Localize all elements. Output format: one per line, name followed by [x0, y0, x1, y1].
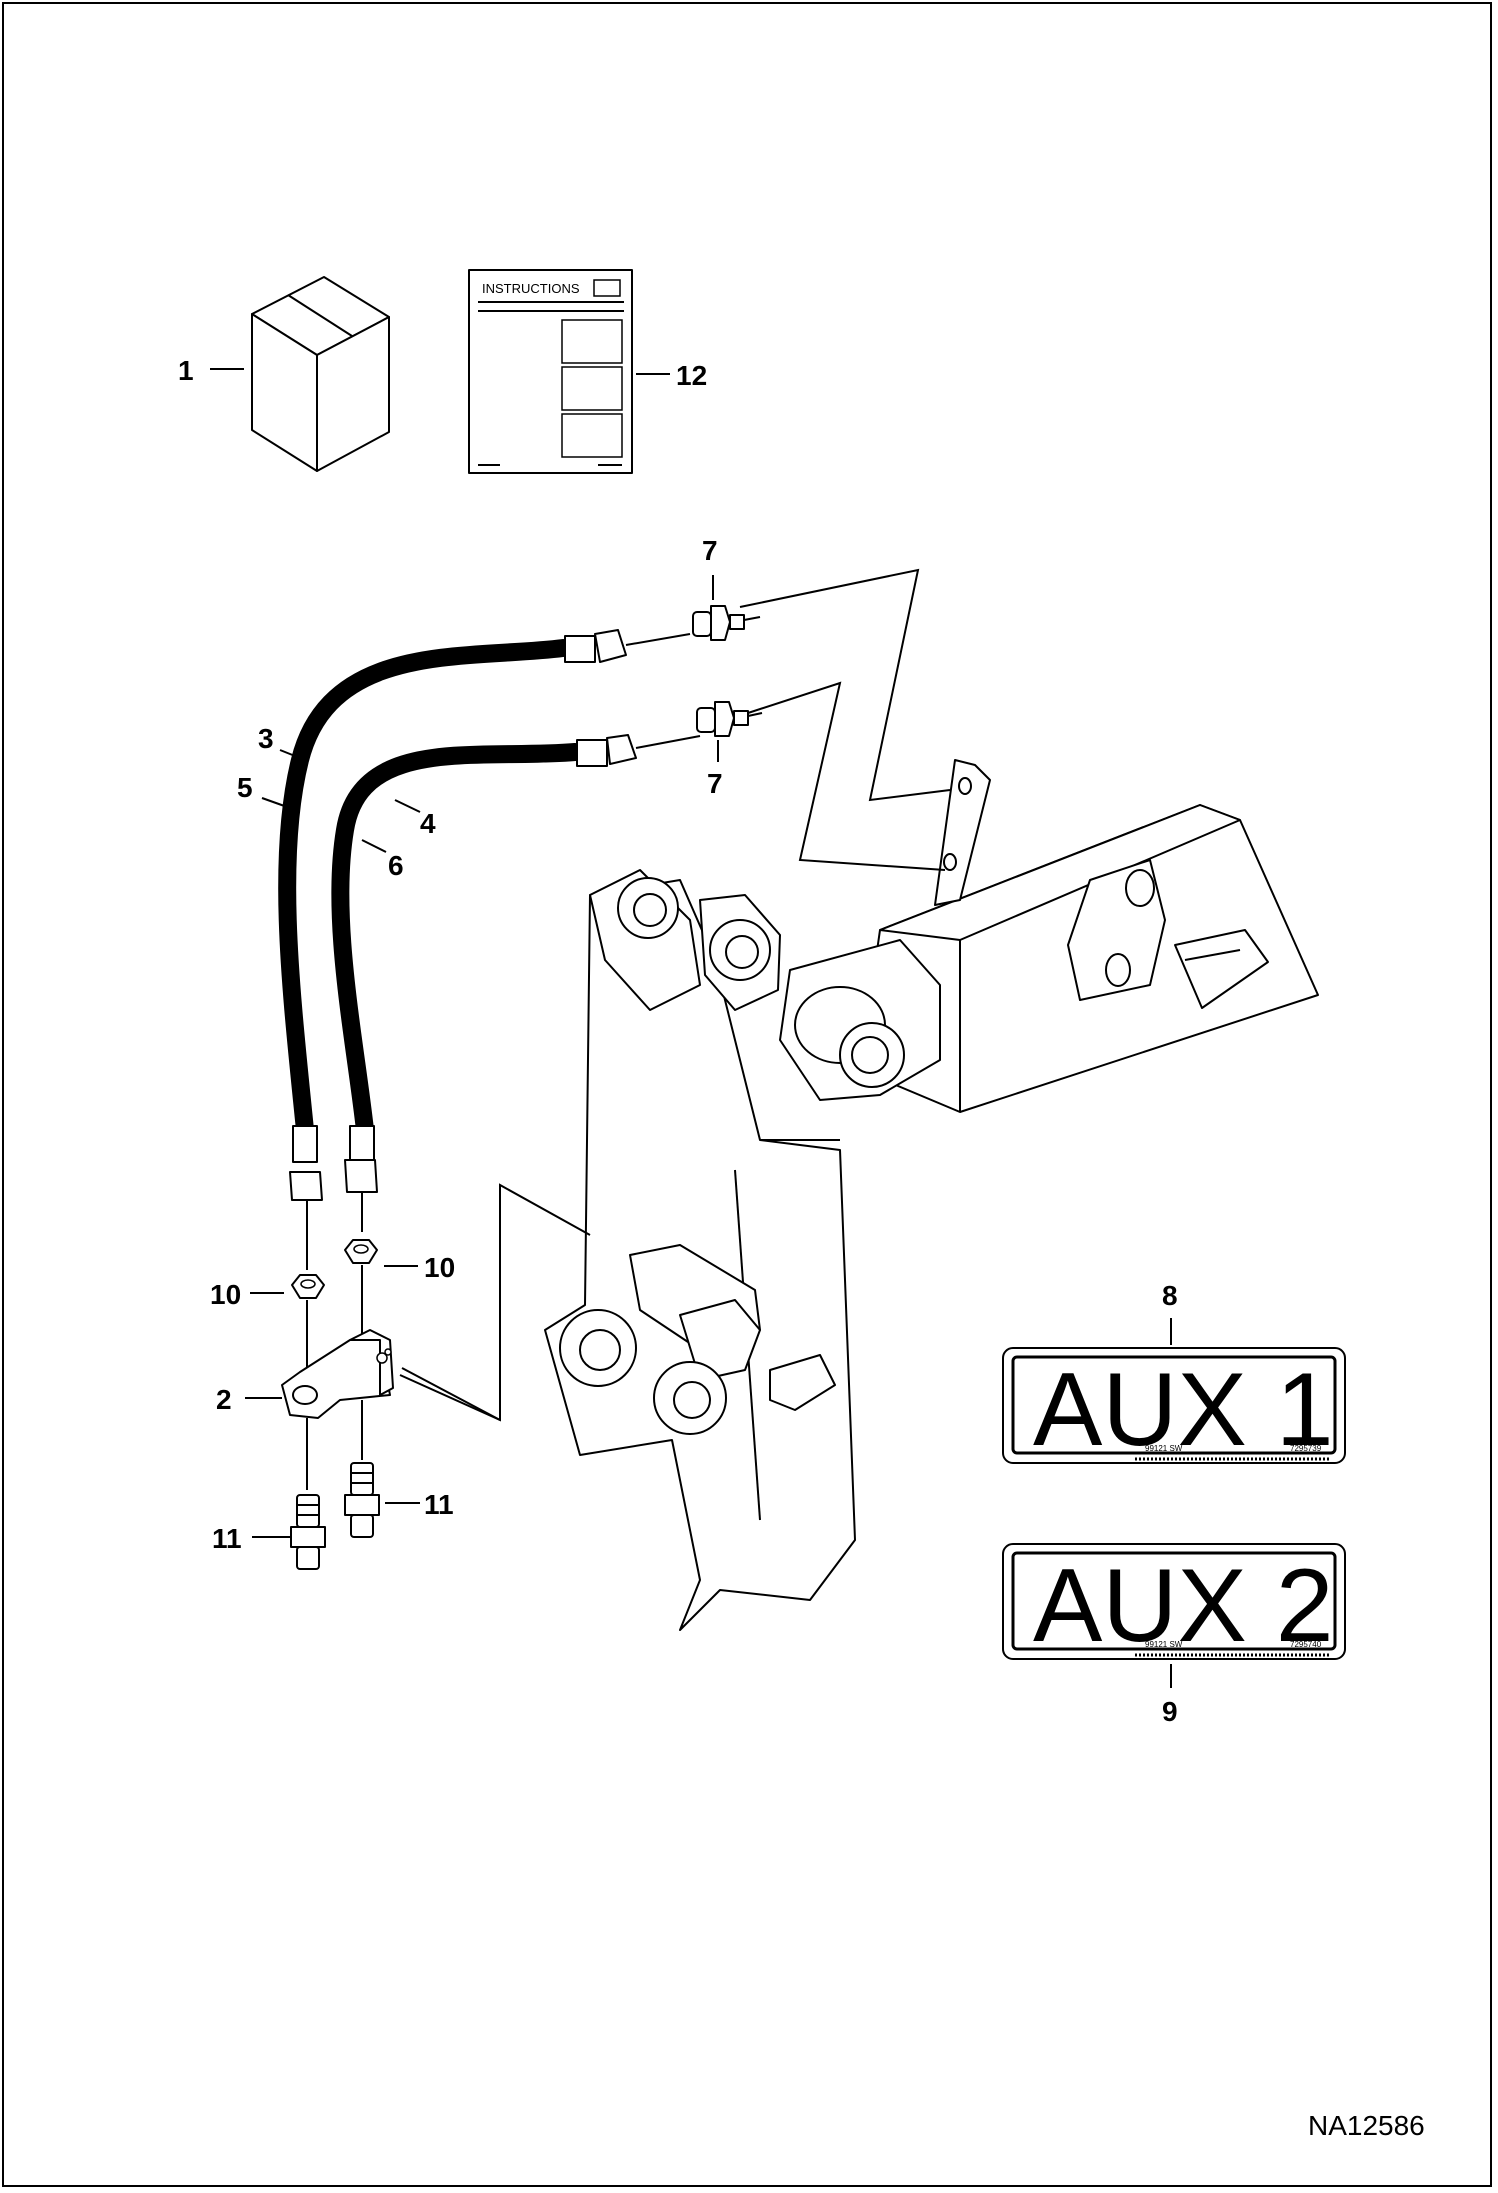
- decal-aux-1-text: AUX 1: [1033, 1352, 1334, 1468]
- boom-arm-assembly: [544, 759, 1319, 1631]
- instructions-manual: INSTRUCTIONS: [468, 269, 633, 474]
- hose-assemblies: [278, 629, 701, 1201]
- callout-5: 5: [237, 772, 253, 803]
- callout-11a: 11: [212, 1523, 242, 1554]
- callout-1: 1: [178, 355, 194, 386]
- nut-10-left-hole: [300, 1279, 316, 1289]
- decal-aux-2-text: AUX 2: [1033, 1548, 1334, 1664]
- leader-4: [394, 799, 421, 813]
- decal-aux-1-part-no: 7295739: [1290, 1444, 1322, 1453]
- callout-7a: 7: [702, 535, 718, 566]
- fitting-7-upper: [692, 605, 761, 641]
- routing-line-bracket-b: [401, 1367, 501, 1421]
- callout-7b: 7: [707, 768, 723, 799]
- callout-6: 6: [388, 850, 404, 881]
- callout-11b: 11: [424, 1489, 454, 1520]
- decal-aux-1: AUX 1 99121 SW 7295739: [1002, 1347, 1346, 1468]
- decal-aux-2-code: 99121 SW: [1145, 1640, 1183, 1649]
- bracket-2: [281, 1329, 394, 1419]
- leader-3: [279, 749, 306, 761]
- fitting-7-lower: [696, 701, 763, 737]
- callout-2: 2: [216, 1384, 232, 1415]
- figure-id: NA12586: [1308, 2110, 1425, 2141]
- decal-aux-2: AUX 2 99121 SW 7295740: [1002, 1543, 1346, 1664]
- manual-heading: INSTRUCTIONS: [482, 281, 580, 296]
- routing-line-lower: [747, 681, 946, 871]
- leader-5: [261, 797, 291, 809]
- adapter-11-right: [344, 1462, 380, 1538]
- callout-12: 12: [676, 360, 707, 391]
- nut-10-right-hole: [353, 1244, 369, 1254]
- adapter-11-left: [290, 1494, 326, 1570]
- box-part: [251, 276, 390, 472]
- callout-9: 9: [1162, 1696, 1178, 1727]
- decal-aux-2-part-no: 7295740: [1290, 1640, 1322, 1649]
- callout-10b: 10: [424, 1252, 455, 1283]
- leader-6: [361, 839, 387, 853]
- callout-10a: 10: [210, 1279, 241, 1310]
- callout-4: 4: [420, 808, 436, 839]
- callout-8: 8: [1162, 1280, 1178, 1311]
- routing-line-upper: [739, 568, 951, 802]
- decal-aux-1-code: 99121 SW: [1145, 1444, 1183, 1453]
- routing-line-bracket: [399, 1183, 591, 1422]
- callout-3: 3: [258, 723, 274, 754]
